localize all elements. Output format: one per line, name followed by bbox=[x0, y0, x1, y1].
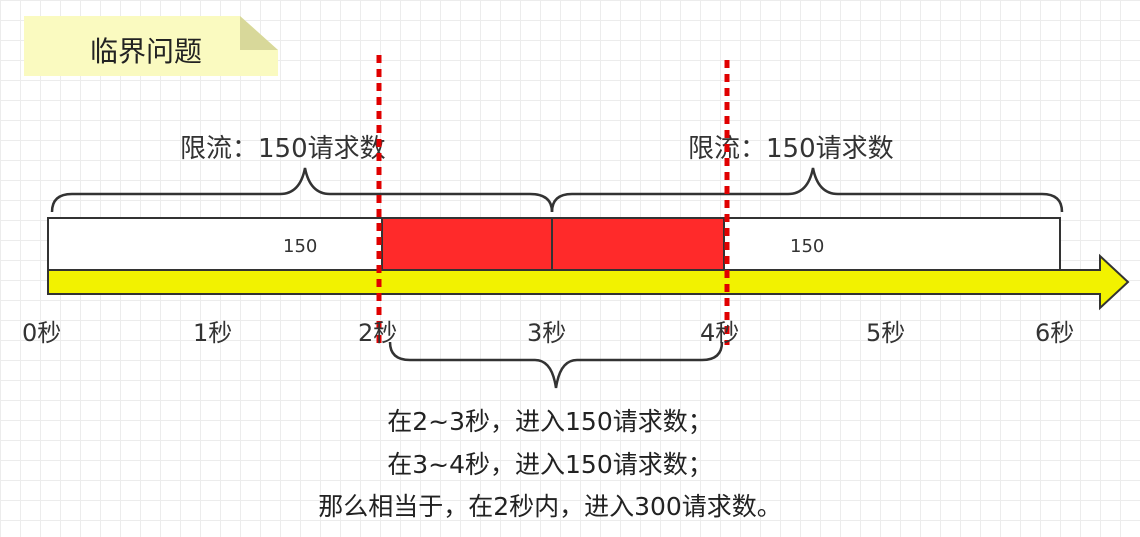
brace-2s-to-4s bbox=[388, 341, 724, 389]
segment-2-3s bbox=[381, 217, 553, 271]
segment-3-4s bbox=[551, 217, 725, 271]
segment-0-2s bbox=[47, 217, 383, 271]
segment-4-6s bbox=[723, 217, 1061, 271]
brace-first-window bbox=[50, 167, 554, 213]
tick-label-4s: 4秒 bbox=[700, 319, 740, 347]
brace-second-window bbox=[550, 167, 1064, 213]
tick-label-5s: 5秒 bbox=[866, 319, 906, 347]
title-note bbox=[24, 16, 278, 76]
tick-label-3s: 3秒 bbox=[527, 319, 567, 347]
note-title: 临界问题 bbox=[90, 35, 203, 68]
tick-label-6s: 6秒 bbox=[1035, 319, 1075, 347]
limit-label-second-window: 限流：150请求数 bbox=[688, 134, 894, 164]
segment-value-4-6s: 150 bbox=[790, 236, 825, 257]
segment-value-0-2s: 150 bbox=[283, 236, 318, 257]
tick-label-1s: 1秒 bbox=[193, 319, 233, 347]
explanation-line-3: 那么相当于，在2秒内，进入300请求数。 bbox=[318, 492, 782, 521]
limit-label-first-window: 限流：150请求数 bbox=[180, 134, 386, 164]
explanation-line-2: 在3~4秒，进入150请求数； bbox=[387, 450, 713, 479]
explanation-line-1: 在2~3秒，进入150请求数； bbox=[387, 407, 713, 436]
timeline-arrow bbox=[47, 253, 1130, 311]
tick-label-2s: 2秒 bbox=[358, 319, 398, 347]
tick-label-0s: 0秒 bbox=[22, 319, 62, 347]
